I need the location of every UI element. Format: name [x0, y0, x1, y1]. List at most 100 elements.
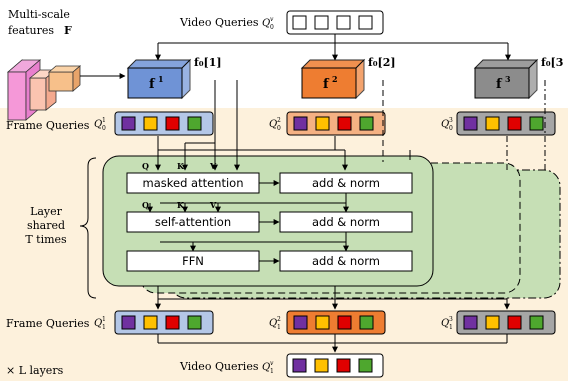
svg-text:v: v	[270, 16, 274, 23]
qkv-label: Q	[142, 200, 149, 210]
video-queries-top-label: Video Queries	[179, 16, 259, 29]
frame-query-sub: 0	[277, 125, 281, 132]
frame-query-sup: 3	[449, 316, 453, 323]
query-square	[187, 116, 202, 131]
decoder-row-3: FFN add & norm	[126, 232, 413, 272]
frame-query-symbol: Q	[269, 318, 277, 329]
svg-text:0: 0	[270, 24, 274, 31]
query-square	[165, 116, 180, 131]
layer-shared-line2: shared	[27, 219, 65, 232]
frame-query-sub: 0	[102, 125, 106, 132]
decoder-row-1: masked attention add & norm Q K V	[126, 161, 413, 194]
layer-shared-line3: T times	[25, 233, 67, 246]
video-query-square	[314, 358, 329, 373]
query-square	[485, 116, 500, 131]
video-queries-bottom-label: Video Queries	[179, 360, 259, 373]
query-square	[337, 315, 352, 330]
query-square	[165, 315, 180, 330]
attention-block-label: FFN	[182, 254, 204, 268]
frame-query-sup: 2	[277, 316, 281, 323]
query-square	[121, 116, 136, 131]
feature-tag: f₀[3	[541, 56, 563, 69]
query-square	[293, 116, 308, 131]
features-label: features	[8, 24, 54, 37]
frame-query-sup: 2	[277, 117, 281, 124]
frame-query-symbol: Q	[94, 119, 102, 130]
layers-note: × L layers	[6, 364, 64, 377]
query-square	[143, 116, 158, 131]
video-query-square	[358, 15, 373, 30]
feature-cube-label: f	[149, 77, 156, 92]
frame-query-sup: 1	[102, 316, 106, 323]
frame-query-sup: 1	[102, 117, 106, 124]
frame-queries-bottom-label: Frame Queries	[6, 317, 90, 330]
feature-cube-label: f	[496, 77, 503, 92]
frame-query-sup: 3	[449, 117, 453, 124]
query-square	[529, 116, 544, 131]
video-queries-top-symbol: Q	[262, 18, 270, 29]
query-square	[507, 116, 522, 131]
feature-cube-sup: 2	[332, 74, 338, 84]
layer-brace	[79, 157, 97, 299]
feature-cube-sup: 1	[158, 74, 164, 84]
video-query-square	[336, 15, 351, 30]
query-square	[463, 116, 478, 131]
qkv-label: K	[177, 200, 185, 210]
feature-cube-label: f	[323, 77, 330, 92]
layer-shared-line1: Layer	[30, 205, 63, 218]
frame-query-sub: 1	[449, 324, 453, 331]
frame-query-symbol: Q	[269, 119, 277, 130]
multiscale-features-icon	[6, 59, 82, 121]
frame-query-sub: 1	[277, 324, 281, 331]
query-square	[337, 116, 352, 131]
qkv-label: V	[209, 161, 217, 171]
video-queries-bottom-symbol: Q	[262, 362, 270, 373]
svg-text:1: 1	[270, 368, 274, 375]
norm-block-label: add & norm	[312, 215, 380, 229]
video-query-square	[292, 15, 307, 30]
svg-text:v: v	[270, 360, 274, 367]
norm-block-label: add & norm	[312, 254, 380, 268]
video-query-square	[336, 358, 351, 373]
feature-tag: f₀[1]	[194, 56, 222, 69]
frame-query-sub: 1	[102, 324, 106, 331]
query-square	[507, 315, 522, 330]
query-square	[359, 116, 374, 131]
frame-query-symbol: Q	[441, 318, 449, 329]
video-query-square	[292, 358, 307, 373]
multiscale-label: Multi-scale	[8, 8, 70, 21]
video-query-square	[314, 15, 329, 30]
query-square	[293, 315, 308, 330]
query-square	[315, 116, 330, 131]
qkv-label: V	[209, 200, 217, 210]
query-square	[485, 315, 500, 330]
feature-cube-sup: 3	[505, 74, 511, 84]
norm-block-label: add & norm	[312, 176, 380, 190]
qkv-label: Q	[142, 161, 149, 171]
attention-block-label: masked attention	[143, 176, 244, 190]
query-square	[463, 315, 478, 330]
query-square	[529, 315, 544, 330]
query-square	[359, 315, 374, 330]
video-query-square	[358, 358, 373, 373]
frame-query-symbol: Q	[94, 318, 102, 329]
query-square	[143, 315, 158, 330]
query-square	[121, 315, 136, 330]
qkv-label: K	[177, 161, 185, 171]
frame-query-sub: 0	[449, 125, 453, 132]
features-symbol: F	[64, 24, 72, 37]
query-square	[187, 315, 202, 330]
feature-tag: f₀[2]	[368, 56, 396, 69]
frame-queries-top-label: Frame Queries	[6, 119, 90, 132]
query-square	[315, 315, 330, 330]
frame-query-symbol: Q	[441, 119, 449, 130]
